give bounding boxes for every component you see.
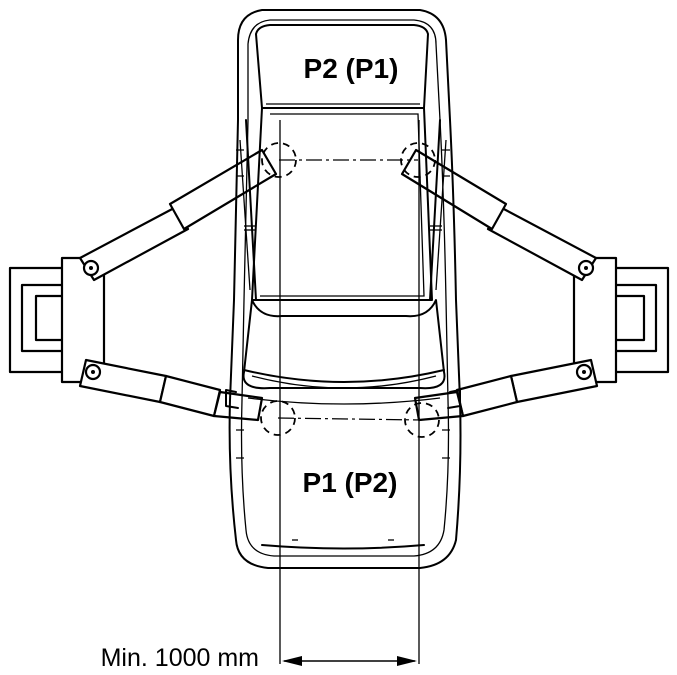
pickup-point-front-left: [260, 400, 296, 436]
rear-points-label: P2 (P1): [304, 53, 399, 84]
left-lift-column: [8, 256, 106, 384]
pickup-point-front-right: [404, 402, 440, 438]
pickup-point-rear-left: [261, 142, 297, 178]
min-width-label: Min. 1000 mm: [101, 644, 259, 672]
lift-arm-left-front: [78, 358, 264, 422]
lift-arm-right-rear: [400, 148, 598, 282]
lift-arm-right-front: [413, 358, 599, 422]
front-axis-line: [277, 417, 423, 421]
dimension-arrow: [282, 656, 417, 666]
front-points-label: P1 (P2): [303, 467, 398, 498]
car-body: [225, 9, 462, 569]
